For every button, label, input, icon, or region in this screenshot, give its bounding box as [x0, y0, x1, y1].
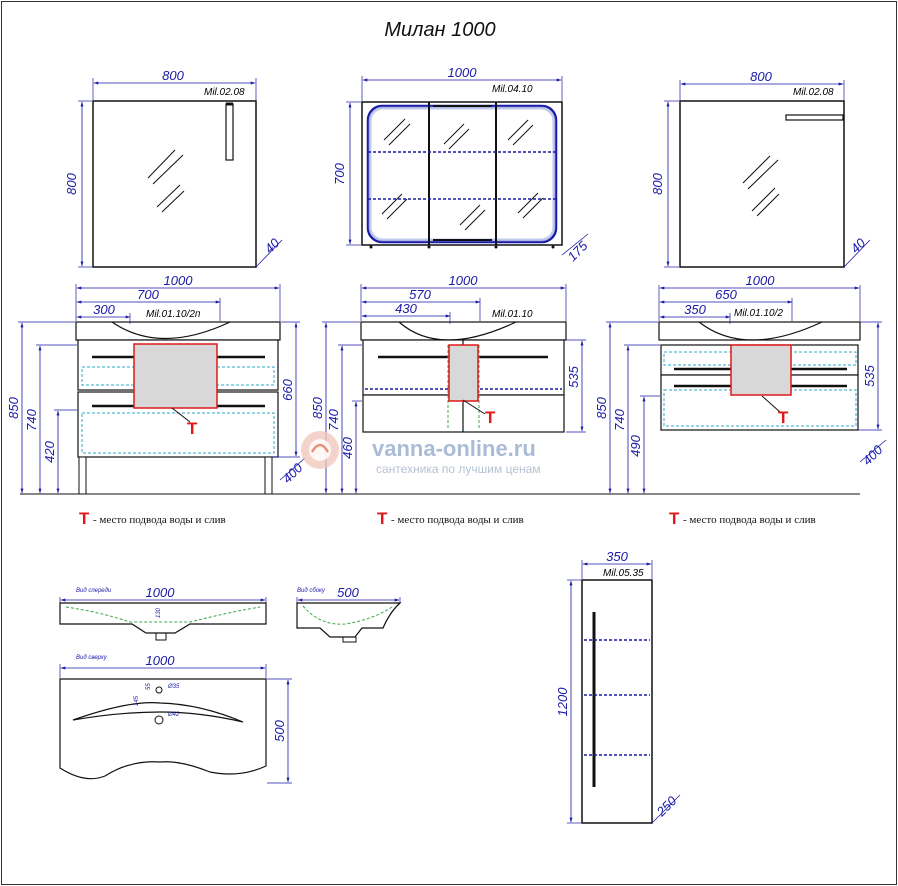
mirror-right-width: 800: [750, 69, 772, 84]
basin-top-hole1: Ø35: [167, 684, 180, 690]
vanity-left-height-660: 660: [280, 378, 295, 400]
vanity-left-depth: 400: [280, 460, 306, 486]
drawing-title: Милан 1000: [384, 19, 495, 41]
vanity-right-offset: 350: [684, 302, 706, 317]
vanity-left: T 1000 700 300 Mil.01.10/2п 850 740 420 …: [6, 273, 306, 528]
watermark-tagline: сантехника по лучшим ценам: [376, 462, 541, 476]
water-marker-icon: T: [778, 408, 789, 427]
vanity-right-height-740: 740: [612, 408, 627, 430]
tall-cabinet-height: 1200: [555, 687, 570, 717]
vanity-center-inner-width: 570: [409, 287, 431, 302]
vanity-center-height-535: 535: [566, 365, 581, 387]
legend-marker-icon: T: [669, 509, 680, 528]
basin-top-width: 1000: [146, 653, 176, 668]
vanity-center-total-height: 850: [310, 396, 325, 418]
basin-side-width: 500: [337, 585, 359, 600]
basin-front-dim-small: 130: [156, 607, 162, 618]
water-marker-icon: T: [187, 419, 198, 438]
basin-front-view: Вид спереди 1000 130: [59, 585, 267, 641]
vanity-center: T 1000 570 430 Mil.01.10 850 740 460 535…: [310, 273, 586, 528]
mirror-left-code: Mil.02.08: [204, 87, 245, 98]
vanity-left-width: 1000: [164, 273, 194, 288]
glass-reflection-icon: [742, 155, 780, 217]
vanity-right-total-height: 850: [594, 396, 609, 418]
mirror-left-width: 800: [162, 68, 184, 83]
vanity-right-height-490: 490: [628, 434, 643, 456]
basin-side-view: Вид сбоку 500: [296, 585, 402, 643]
vanity-left-height-420: 420: [42, 440, 57, 462]
water-supply-zone: [448, 344, 479, 402]
mirror-cabinet-width: 1000: [448, 65, 478, 80]
vanity-right-height-535: 535: [862, 364, 877, 386]
mirror-cabinet-depth: 175: [565, 238, 591, 264]
glass-reflection-icon: [147, 149, 185, 213]
mirror-right-code: Mil.02.08: [793, 87, 834, 98]
basin-top-label: Вид сверху: [76, 655, 108, 661]
basin-side-label: Вид сбоку: [297, 588, 326, 594]
vanity-left-total-height: 850: [6, 396, 21, 418]
glass-reflection-icon: [381, 118, 544, 231]
basin-top-dim-a: 55: [146, 683, 152, 690]
mirror-right-depth: 40: [848, 235, 869, 256]
basin-front-width: 1000: [146, 585, 176, 600]
watermark: vanna-online.ru сантехника по лучшим цен…: [301, 431, 541, 476]
tall-cabinet-code: Mil.05.35: [603, 568, 644, 579]
basin-top-dim-b: 145: [134, 695, 140, 706]
vanity-left-offset: 300: [93, 302, 115, 317]
mirror-left-depth: 40: [262, 235, 283, 256]
legend-note-right: - место подвода воды и слив: [683, 514, 816, 526]
vanity-center-width: 1000: [449, 273, 479, 288]
vanity-right-width: 1000: [746, 273, 776, 288]
basin-top-depth: 500: [272, 719, 287, 741]
mirror-left: 800 Mil.02.08 800 40: [64, 68, 283, 268]
legend-note-left: - место подвода воды и слив: [93, 514, 226, 526]
basin-front-label: Вид спереди: [76, 588, 112, 594]
mirror-right-height: 800: [650, 172, 665, 194]
vanity-center-height-460: 460: [340, 436, 355, 458]
vanity-right: T 1000 650 350 Mil.01.10/2 850 740 490 5…: [594, 273, 887, 528]
basin-top-hole2: Ø42: [167, 712, 180, 718]
tall-cabinet-depth: 250: [653, 793, 680, 820]
legend-marker-icon: T: [79, 509, 90, 528]
mirror-cabinet: 1000 Mil.04.10 700 175: [332, 65, 591, 264]
vanity-center-code: Mil.01.10: [492, 309, 533, 320]
vanity-left-inner-width: 700: [137, 287, 159, 302]
vanity-left-height-740: 740: [24, 408, 39, 430]
vanity-right-inner-width: 650: [715, 287, 737, 302]
legend-note-center: - место подвода воды и слив: [391, 514, 524, 526]
vanity-left-code: Mil.01.10/2п: [146, 309, 201, 320]
vanity-center-offset: 430: [395, 301, 417, 316]
basin-top-view: Вид сверху 1000 Ø35 Ø42 55 145 500: [59, 653, 292, 784]
tall-cabinet: 350 Mil.05.35 1200 250: [555, 549, 681, 824]
water-supply-zone: [133, 343, 218, 409]
water-marker-icon: T: [485, 408, 496, 427]
water-supply-zone: [730, 344, 792, 396]
mirror-cabinet-code: Mil.04.10: [492, 84, 533, 95]
mirror-cabinet-height: 700: [332, 162, 347, 184]
vanity-right-depth: 400: [860, 442, 886, 468]
legend-marker-icon: T: [377, 509, 388, 528]
mirror-right: 800 Mil.02.08 800 40: [650, 69, 871, 268]
vanity-right-code: Mil.01.10/2: [734, 308, 783, 319]
mirror-left-height: 800: [64, 172, 79, 194]
vanity-center-height-740: 740: [326, 408, 341, 430]
watermark-brand: vanna-online.ru: [372, 436, 536, 461]
tall-cabinet-width: 350: [606, 549, 628, 564]
